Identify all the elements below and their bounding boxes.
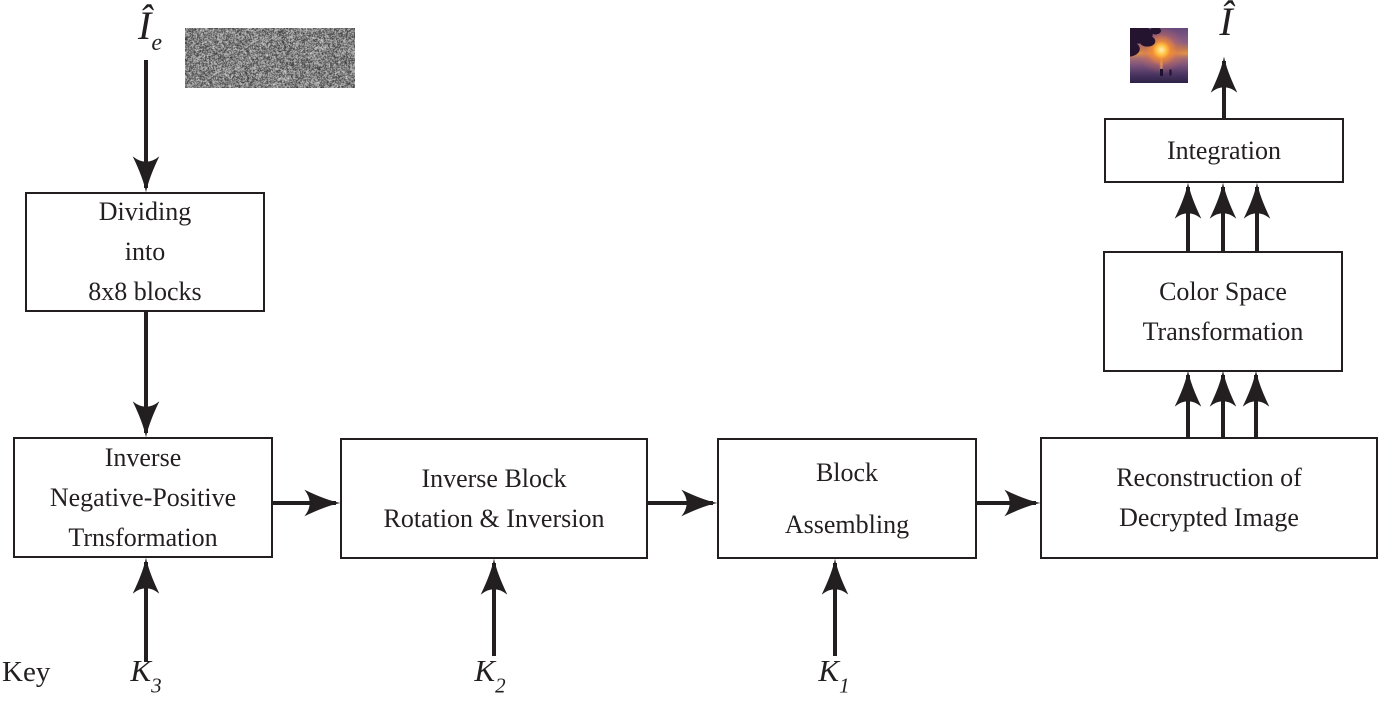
decrypted-sunset-image <box>1130 28 1188 83</box>
encrypted-noise-image <box>185 28 355 88</box>
box-line: Integration <box>1166 135 1282 165</box>
symbol-base: Î <box>1219 0 1233 44</box>
key-k1-symbol: K1 <box>818 653 849 696</box>
key-k3-symbol: K3 <box>130 653 161 696</box>
box-line: 8x8 blocks <box>88 277 202 306</box>
box-line: Color Space <box>1159 276 1287 306</box>
box-line: Dividing <box>98 197 192 226</box>
box-color-space: Color Space Transformation <box>1103 251 1343 372</box>
box-line: Inverse Block <box>421 463 567 493</box>
box-reconstruction: Reconstruction of Decrypted Image <box>1040 437 1378 559</box>
key-subscript: 2 <box>495 673 506 698</box>
key-base: K <box>474 653 496 688</box>
box-line: Trnsformation <box>68 522 218 552</box>
box-line: Assembling <box>784 509 910 539</box>
box-line: Decrypted Image <box>1119 503 1299 532</box>
box-line: Reconstruction of <box>1116 463 1302 492</box>
box-line: Inverse <box>104 442 182 472</box>
box-line: Block <box>815 457 879 487</box>
box-line: Negative-Positive <box>49 482 237 512</box>
box-inverse-block-rotation: Inverse Block Rotation & Inversion <box>340 438 648 559</box>
key-k2-symbol: K2 <box>474 653 505 696</box>
box-dividing: Dividing into 8x8 blocks <box>25 192 265 312</box>
box-integration: Integration <box>1104 118 1344 183</box>
key-base: K <box>130 653 152 688</box>
key-subscript: 1 <box>839 673 850 698</box>
box-block-assembling: Block Assembling <box>717 438 977 559</box>
box-line: Transformation <box>1142 316 1304 346</box>
key-label: Key <box>2 656 51 688</box>
symbol-subscript: e <box>151 29 162 56</box>
box-line: into <box>124 237 166 266</box>
key-subscript: 3 <box>151 673 162 698</box>
box-line: Rotation & Inversion <box>383 503 605 533</box>
symbol-base: Î <box>138 3 152 48</box>
key-base: K <box>818 653 840 688</box>
decrypted-image-symbol: Î <box>1219 2 1232 42</box>
box-inverse-negative-positive: Inverse Negative-Positive Trnsformation <box>13 437 273 558</box>
encrypted-image-symbol: Îe <box>138 3 162 55</box>
